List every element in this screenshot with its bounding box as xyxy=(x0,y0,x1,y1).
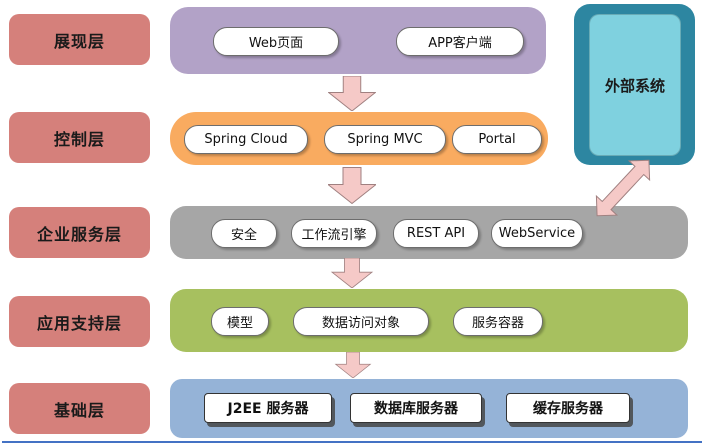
down-arrow-icon xyxy=(328,167,376,205)
control-layer-label: 控制层 xyxy=(9,112,150,163)
base-layer-label: 基础层 xyxy=(9,383,150,434)
node-app-client: APP客户端 xyxy=(396,27,524,56)
down-arrow-icon xyxy=(334,352,372,378)
enterprise-service-layer-label: 企业服务层 xyxy=(9,207,150,258)
bottom-border-line xyxy=(2,441,702,443)
external-system-label: 外部系统 xyxy=(589,14,681,156)
node-spring-mvc: Spring MVC xyxy=(324,125,446,154)
node-webservice: WebService xyxy=(491,219,583,248)
node-model: 模型 xyxy=(211,307,269,336)
node-web-page: Web页面 xyxy=(213,27,339,56)
presentation-layer-label: 展现层 xyxy=(9,14,150,65)
node-rest-api: REST API xyxy=(393,219,479,248)
node-cache-server: 缓存服务器 xyxy=(506,393,630,423)
node-service-container: 服务容器 xyxy=(453,307,543,336)
double-arrow-icon xyxy=(595,159,651,217)
node-database-server: 数据库服务器 xyxy=(350,393,482,423)
application-support-layer-label: 应用支持层 xyxy=(9,296,150,347)
node-workflow-engine: 工作流引擎 xyxy=(291,219,377,248)
down-arrow-icon xyxy=(330,258,374,288)
node-portal: Portal xyxy=(452,125,542,154)
external-system-box: 外部系统 xyxy=(574,4,695,165)
node-j2ee-server: J2EE 服务器 xyxy=(204,393,332,423)
node-spring-cloud: Spring Cloud xyxy=(184,125,308,154)
node-security: 安全 xyxy=(211,219,277,248)
down-arrow-icon xyxy=(328,76,376,111)
node-data-access-object: 数据访问对象 xyxy=(293,307,429,336)
